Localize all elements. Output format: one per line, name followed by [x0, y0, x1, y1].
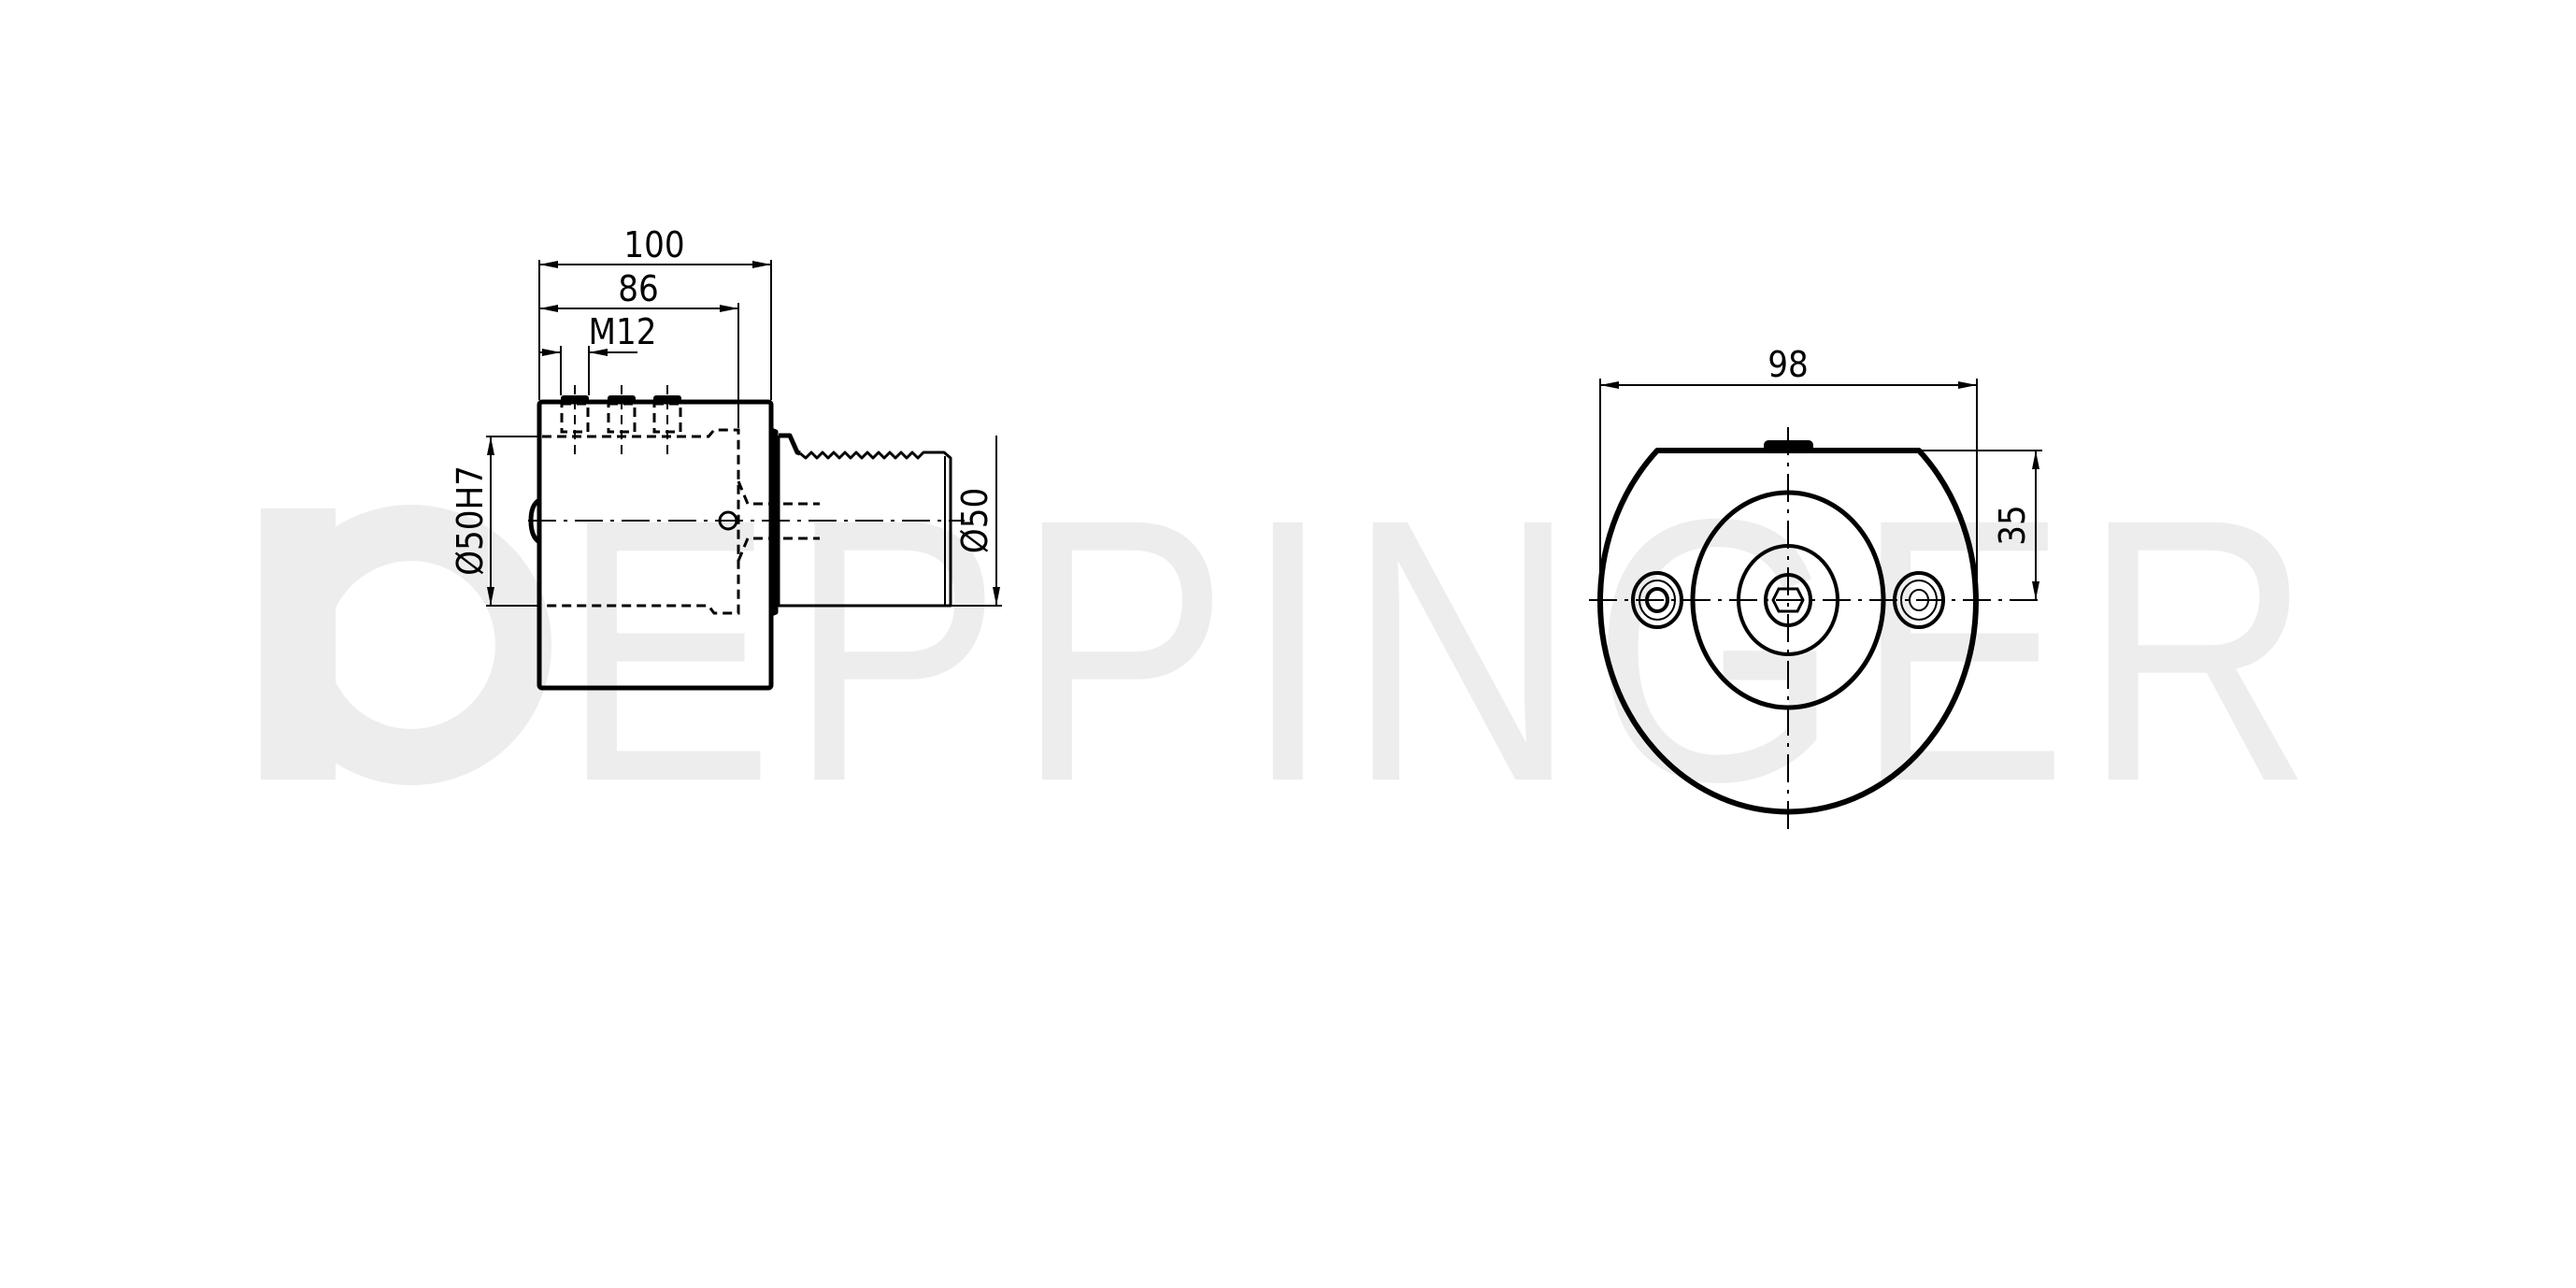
dimension-label: Ø50	[954, 488, 995, 553]
side-view: 100 86 M12 Ø50H7 Ø50	[450, 224, 1002, 691]
watermark-text: EPPINGER	[561, 441, 2327, 859]
dimension-35: 35	[1919, 450, 2042, 600]
dimension-86: 86	[539, 268, 739, 428]
dimension-100: 100	[538, 224, 772, 400]
dimension-label: 35	[1992, 505, 2033, 546]
clamp-screw	[560, 385, 590, 456]
shank-chamfer	[779, 433, 801, 456]
clamp-screw	[652, 385, 682, 456]
hex-socket	[1771, 587, 1805, 613]
dimension-label: Ø50H7	[450, 465, 491, 576]
clamp-screws	[560, 385, 682, 456]
dimension-98: 98	[1599, 344, 1978, 589]
front-view: 98 35	[1589, 344, 2042, 830]
shank-serration	[777, 436, 952, 608]
dimension-label: 86	[618, 268, 659, 309]
dimension-m12: M12	[540, 311, 657, 395]
dimension-bore-diameter: Ø50H7	[450, 436, 540, 607]
holder-outline	[1597, 448, 1979, 815]
eppinger-watermark: EPPINGER	[261, 441, 2327, 859]
dimension-label: M12	[589, 311, 657, 352]
dimension-shank-diameter: Ø50	[951, 436, 1002, 607]
dimension-label: 98	[1767, 344, 1809, 385]
dimension-label: 100	[623, 224, 684, 265]
clamp-screw	[607, 385, 637, 456]
flange	[770, 427, 779, 617]
watermark-logo-icon	[271, 505, 551, 785]
hidden-drive-slot	[737, 480, 820, 562]
